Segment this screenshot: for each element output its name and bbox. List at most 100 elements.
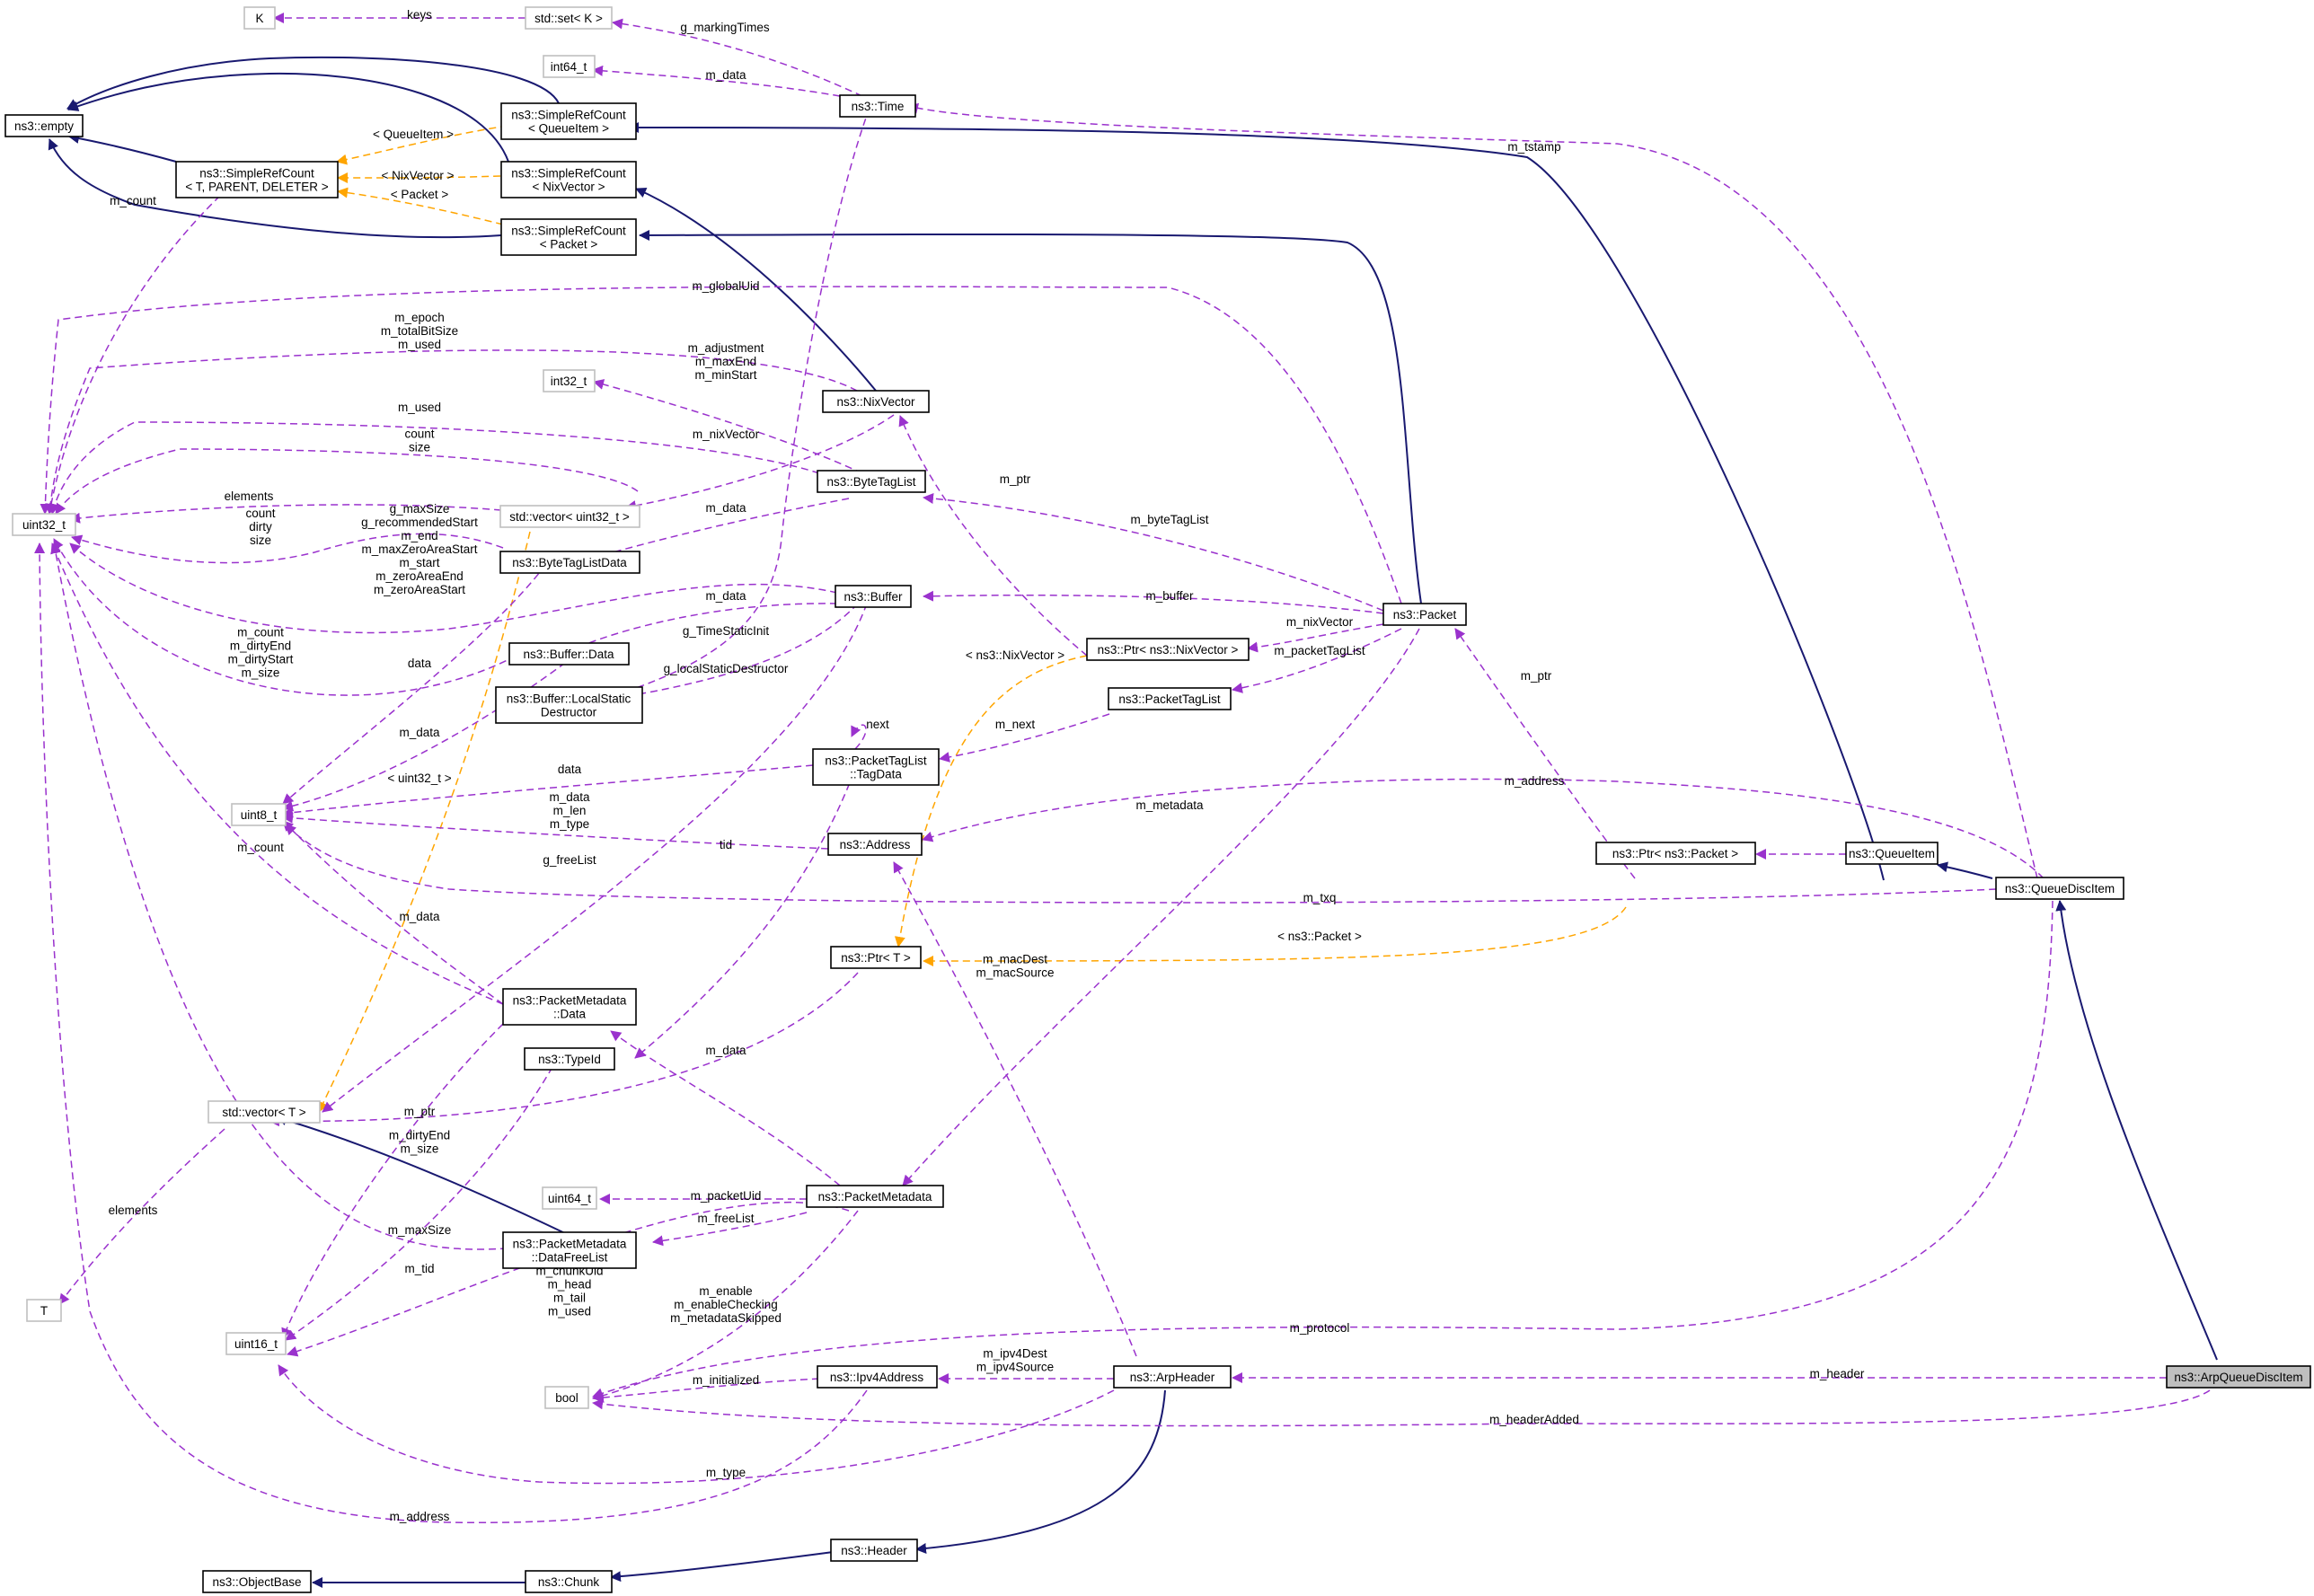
node-simpleref-nixvector[interactable]: ns3::SimpleRefCount< NixVector >	[500, 161, 637, 198]
node-ns3-empty[interactable]: ns3::empty	[4, 114, 84, 137]
text-line: < ns3::NixVector >	[966, 648, 1064, 662]
text-line: m_end	[401, 529, 437, 542]
node-ns3-ptr-nixvector[interactable]: ns3::Ptr< ns3::NixVector >	[1086, 638, 1250, 661]
node-ns3-arpqueuediscitem[interactable]: ns3::ArpQueueDiscItem	[2166, 1365, 2311, 1389]
text-line: m_ptr	[1000, 472, 1031, 486]
text-line: ns3::QueueDiscItem	[2005, 882, 2115, 895]
text-line: m_ptr	[404, 1105, 436, 1118]
node-ns3-buffer[interactable]: ns3::Buffer	[835, 585, 912, 608]
node-uint16-t[interactable]: uint16_t	[225, 1332, 287, 1355]
edge-tpl-queueitem	[336, 125, 508, 165]
text-line: size	[250, 533, 271, 547]
node-ns3-datafreelist[interactable]: ns3::PacketMetadata::DataFreeList	[502, 1231, 637, 1269]
text-line: m_macDest	[983, 953, 1047, 966]
text-line: m_data	[705, 1044, 746, 1057]
node-std-set-K[interactable]: std::set< K >	[525, 6, 613, 30]
node-ns3-chunk[interactable]: ns3::Chunk	[525, 1570, 613, 1593]
node-ns3-time[interactable]: ns3::Time	[839, 94, 916, 118]
node-std-vector-uint32[interactable]: std::vector< uint32_t >	[499, 505, 640, 528]
text-line: m_tstamp	[1507, 140, 1560, 154]
text-line: m_size	[401, 1142, 439, 1156]
edge-m-tstamp	[907, 102, 2038, 879]
text-line: m_used	[398, 401, 441, 414]
node-bool[interactable]: bool	[544, 1386, 589, 1409]
node-ns3-objectbase[interactable]: ns3::ObjectBase	[202, 1570, 312, 1593]
node-ns3-address[interactable]: ns3::Address	[827, 833, 923, 856]
text-line: Destructor	[541, 706, 597, 719]
node-simpleref-queueitem[interactable]: ns3::SimpleRefCount< QueueItem >	[500, 102, 637, 140]
text-line: int64_t	[551, 60, 587, 74]
node-ns3-ptr-packet[interactable]: ns3::Ptr< ns3::Packet >	[1595, 842, 1756, 865]
node-ns3-packettaglist[interactable]: ns3::PacketTagList	[1108, 687, 1232, 710]
node-simpleref-generic[interactable]: ns3::SimpleRefCount< T, PARENT, DELETER …	[175, 161, 339, 198]
svg-text:ns3::QueueDiscItem: ns3::QueueDiscItem	[2005, 882, 2115, 895]
node-ns3-nixvector[interactable]: ns3::NixVector	[822, 390, 930, 413]
node-ns3-typeid[interactable]: ns3::TypeId	[524, 1047, 615, 1071]
edge-inherit-datafreelist-vector	[276, 1115, 570, 1236]
text-line: m_size	[242, 666, 280, 680]
node-ns3-arpheader[interactable]: ns3::ArpHeader	[1113, 1365, 1232, 1389]
text-line: ns3::Ptr< T >	[841, 951, 911, 965]
text-line: m_next	[995, 718, 1036, 731]
node-uint32-t[interactable]: uint32_t	[12, 513, 76, 536]
svg-text:ns3::PacketMetadata::Data: ns3::PacketMetadata::Data	[513, 994, 627, 1021]
node-ns3-metadata-data[interactable]: ns3::PacketMetadata::Data	[502, 988, 637, 1026]
label-tpl-nixvector: < ns3::NixVector >	[966, 648, 1064, 662]
edge-g-freeList	[322, 603, 868, 1113]
text-line: m_byteTagList	[1130, 513, 1208, 526]
node-ns3-packet[interactable]: ns3::Packet	[1382, 603, 1467, 626]
node-int32-t[interactable]: int32_t	[543, 369, 596, 392]
node-ns3-packetmetadata[interactable]: ns3::PacketMetadata	[806, 1185, 944, 1208]
node-ns3-buffer-data[interactable]: ns3::Buffer::Data	[508, 642, 630, 666]
edge-m-metadata	[902, 628, 1420, 1186]
text-line: < uint32_t >	[387, 772, 451, 785]
node-int64-t-top[interactable]: int64_t	[543, 55, 596, 78]
node-ns3-ipv4address[interactable]: ns3::Ipv4Address	[817, 1365, 938, 1389]
label-m-byteTagList: m_byteTagList	[1130, 513, 1208, 526]
node-ns3-queueitem[interactable]: ns3::QueueItem	[1845, 842, 1939, 865]
text-line: < NixVector >	[532, 181, 605, 194]
text-line: ns3::SimpleRefCount	[199, 167, 314, 181]
label-m-ptr-nix: m_ptr	[1000, 472, 1031, 486]
label-btl-used: m_used	[398, 401, 441, 414]
node-ns3-queuediscitem[interactable]: ns3::QueueDiscItem	[1995, 877, 2124, 900]
text-line: m_ipv4Source	[976, 1361, 1054, 1374]
node-K[interactable]: K	[243, 6, 276, 30]
text-line: ns3::SimpleRefCount	[511, 225, 626, 238]
edge-inherit-simpleref-generic-empty	[68, 133, 177, 163]
svg-text:ns3::Ptr< ns3::NixVector >: ns3::Ptr< ns3::NixVector >	[1098, 643, 1239, 657]
edge-btld-uint32	[71, 533, 504, 564]
label-md-m-data: m_data	[399, 910, 440, 923]
text-line: ns3::ByteTagListData	[512, 556, 627, 569]
svg-text:ns3::Packet: ns3::Packet	[1393, 608, 1457, 622]
node-uint64-t-bottom[interactable]: uint64_t	[542, 1186, 597, 1210]
node-ns3-ptr-t[interactable]: ns3::Ptr< T >	[830, 946, 922, 969]
text-line: m_dirtyEnd	[389, 1129, 450, 1142]
node-ns3-tagdata[interactable]: ns3::PacketTagList::TagData	[812, 748, 940, 786]
svg-text:uint8_t: uint8_t	[241, 808, 278, 822]
node-ns3-bytetaglist[interactable]: ns3::ByteTagList	[817, 470, 926, 493]
text-line: m_tid	[404, 1262, 434, 1275]
node-T[interactable]: T	[26, 1299, 62, 1322]
label-nixvector-tpl: < NixVector >	[381, 169, 454, 182]
text-line: m_initialized	[693, 1373, 759, 1387]
node-uint8-t[interactable]: uint8_t	[231, 803, 287, 826]
text-line: m_metadataSkipped	[670, 1311, 782, 1325]
node-std-vector-T[interactable]: std::vector< T >	[208, 1100, 321, 1124]
text-line: < T, PARENT, DELETER >	[185, 181, 328, 194]
node-ns3-bytetaglistdata[interactable]: ns3::ByteTagListData	[499, 551, 640, 574]
label-buffer-m-data: m_data	[705, 589, 746, 603]
label-m-packetUid: m_packetUid	[691, 1189, 762, 1203]
text-line: < ns3::Packet >	[1277, 930, 1362, 943]
label-m-protocol: m_protocol	[1290, 1321, 1350, 1335]
node-simpleref-packet[interactable]: ns3::SimpleRefCount< Packet >	[500, 218, 637, 256]
svg-text:ns3::Ptr< ns3::Packet >: ns3::Ptr< ns3::Packet >	[1612, 847, 1738, 860]
edge-btl-int32	[593, 379, 863, 474]
node-ns3-header[interactable]: ns3::Header	[830, 1539, 918, 1562]
svg-text:ns3::ArpQueueDiscItem: ns3::ArpQueueDiscItem	[2174, 1371, 2302, 1384]
text-line: keys	[407, 8, 432, 22]
text-line: T	[40, 1304, 48, 1318]
